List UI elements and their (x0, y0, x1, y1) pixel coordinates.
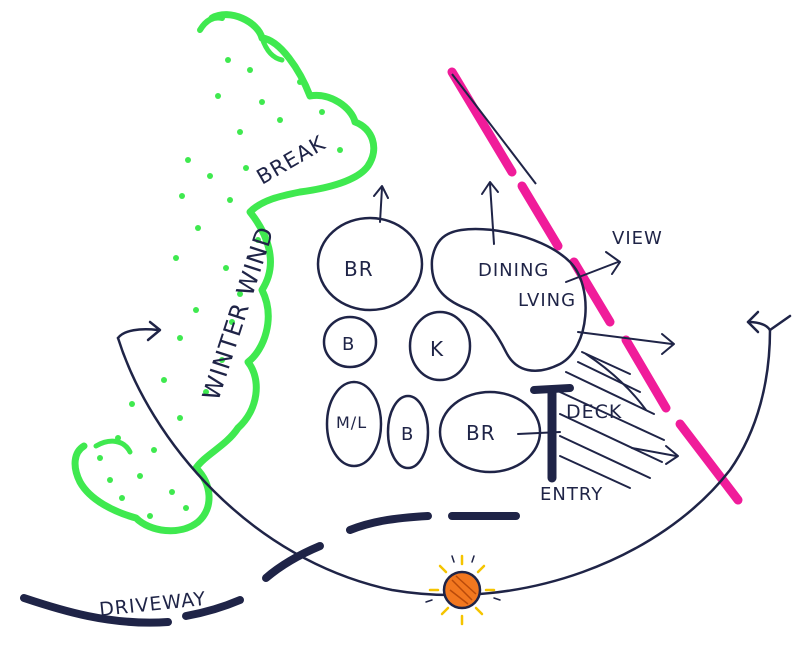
bath-left-bubble (322, 315, 378, 369)
arrow-icon (577, 331, 675, 355)
kitchen-bubble (408, 310, 472, 382)
deck-label: DECK (566, 401, 622, 423)
arrow-icon (481, 181, 499, 245)
site-boundary-arc (116, 328, 772, 597)
dining-living-bubble (430, 227, 587, 372)
ml-bubble (325, 380, 383, 468)
arrow-icon (116, 320, 162, 342)
windbreak-trees (71, 11, 378, 535)
arrow-icon (631, 445, 679, 465)
bedroom-bottom-label: BR (466, 421, 496, 445)
bedroom-top-label: BR (344, 257, 374, 281)
bath-left-label: B (342, 334, 355, 355)
rooms: BR DINING LVING B K M/L B BR (316, 216, 587, 474)
property-line-ink (451, 73, 537, 185)
arrow-icon (746, 310, 792, 334)
view-label: VIEW (612, 228, 663, 249)
kitchen-label: K (430, 337, 444, 361)
bath-mid-label: B (401, 424, 414, 445)
arrow-icon (373, 185, 389, 223)
deck-hatch (559, 351, 665, 489)
entry-marker (517, 384, 574, 483)
arrow-icon (565, 251, 621, 283)
property-line (447, 67, 743, 505)
driveway-path (20, 512, 520, 627)
bath-mid-bubble (386, 394, 430, 470)
bedroom-top-bubble (316, 216, 424, 312)
living-label: LVING (518, 290, 576, 311)
windbreak-top-label: BREAK (253, 131, 330, 190)
sun-icon (425, 554, 501, 626)
ml-label: M/L (336, 413, 367, 432)
dining-label: DINING (478, 260, 549, 281)
entry-label: ENTRY (540, 484, 603, 505)
